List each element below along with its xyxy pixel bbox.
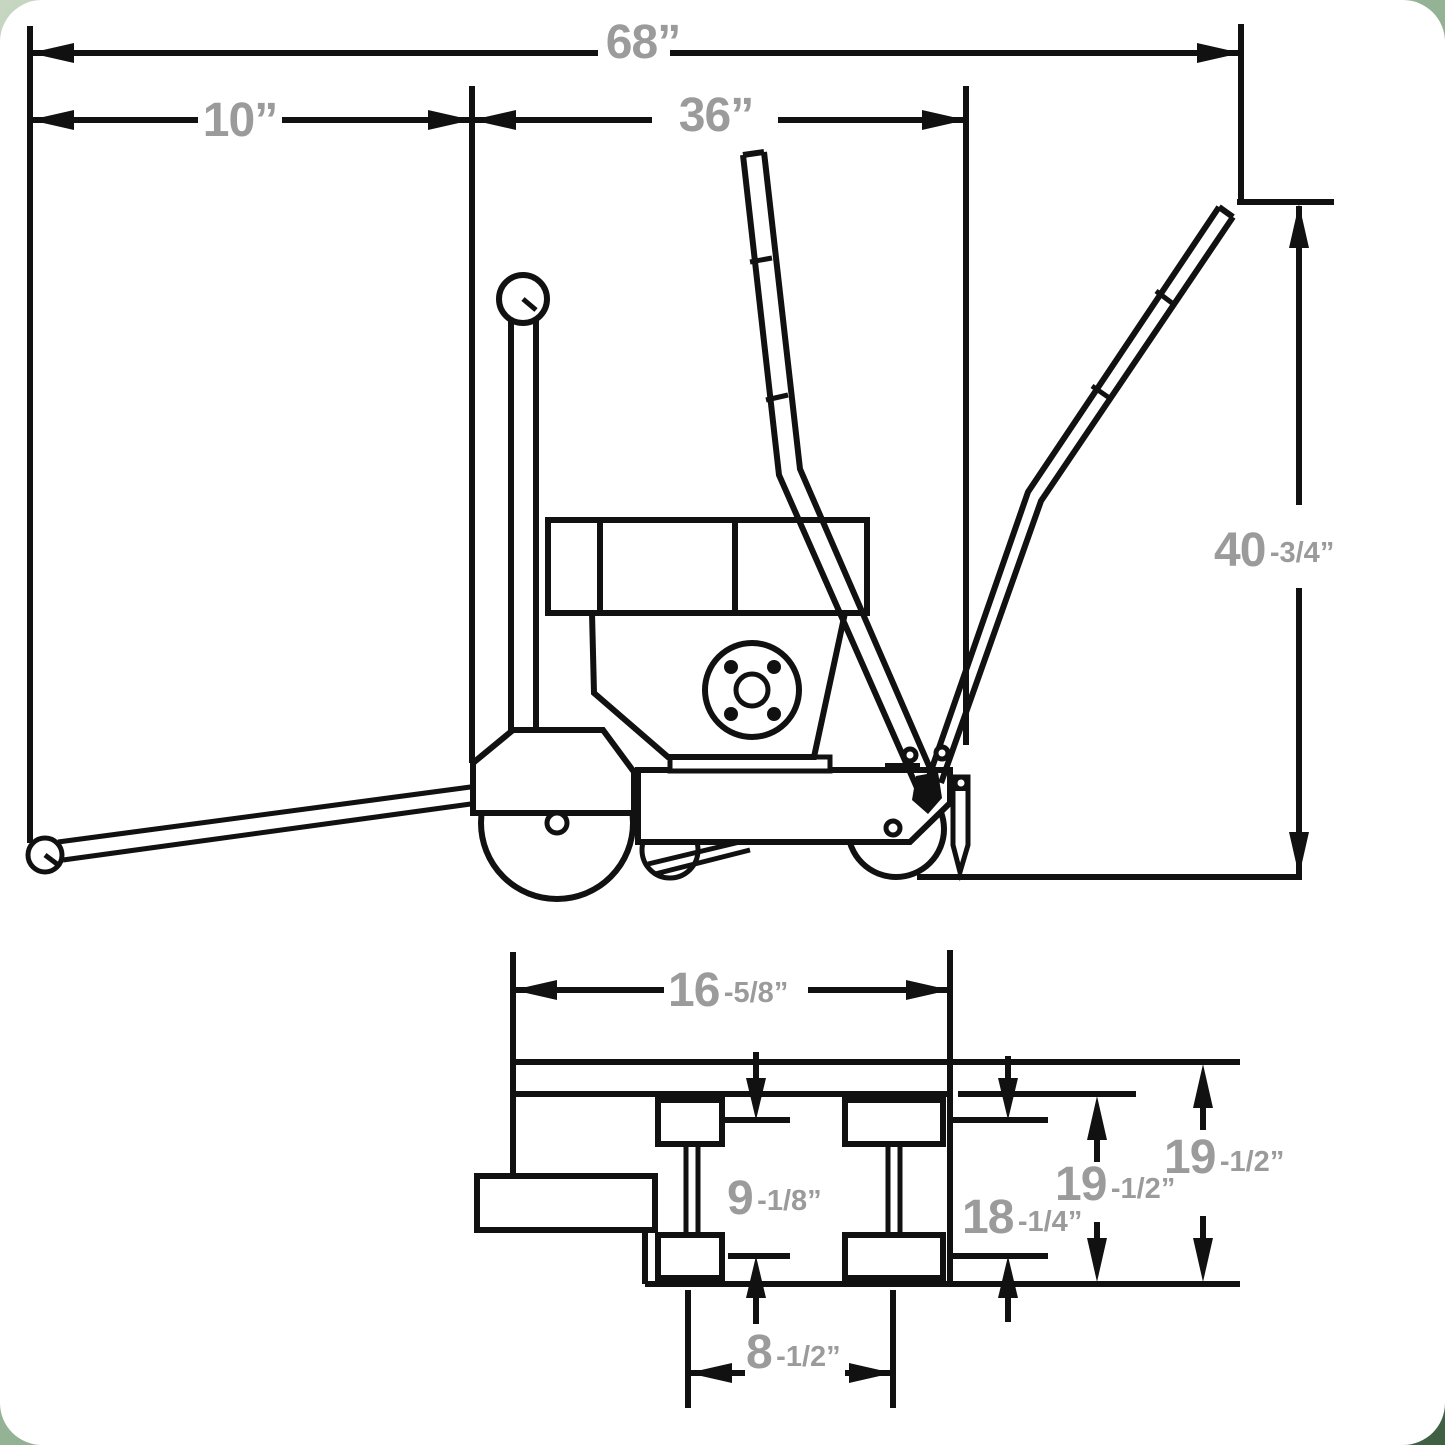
dim-label-16-5-8: 16 -5/8”	[668, 964, 788, 1017]
pulley-hub	[733, 671, 771, 709]
arrowhead	[428, 110, 472, 130]
dim-label-18-1-4: 18 -1/4”	[962, 1191, 1082, 1244]
dim-label-10: 10”	[203, 94, 277, 147]
dim-front-overhang: 10”	[30, 86, 969, 763]
rail-bolt	[883, 818, 903, 838]
arrowhead	[1193, 1238, 1213, 1282]
side-view: 68” 10” 36” 40 -3/	[25, 16, 1334, 902]
dim-handle-height: 40 -3/4”	[1214, 199, 1334, 876]
dim-body-length: 36”	[472, 89, 966, 142]
dim-label-19-1-2-outer: 19 -1/2”	[1164, 1131, 1284, 1184]
arrowhead	[998, 1078, 1018, 1120]
grip-tick	[1154, 289, 1174, 305]
arrowhead	[30, 110, 74, 130]
dim-frame-width-outer: 19 -1/2”	[1164, 1064, 1284, 1282]
arrowhead	[922, 110, 966, 130]
arrowhead	[513, 980, 557, 1000]
plan-engine-block	[474, 1173, 658, 1233]
dim-deck-length: 16 -5/8”	[513, 964, 950, 1017]
handle-bracket	[885, 763, 920, 772]
plan-wheel	[842, 1097, 946, 1147]
dim-label-8-1-2: 8 -1/2”	[746, 1326, 841, 1379]
wheel-strut	[654, 847, 751, 877]
arrowhead	[998, 1256, 1018, 1298]
arrowhead	[746, 1078, 766, 1120]
rear-pointer	[950, 774, 971, 882]
dim-label-36: 36”	[679, 89, 753, 142]
clamp-bolt	[901, 746, 919, 764]
blade-guard-housing	[470, 727, 637, 816]
blade-hub	[544, 810, 570, 836]
plan-wheel	[655, 1232, 725, 1281]
plan-wheel	[842, 1232, 946, 1281]
grip-tick	[765, 392, 789, 403]
arrowhead	[1289, 204, 1309, 248]
arrowhead	[906, 980, 950, 1000]
arrowhead	[849, 1363, 893, 1383]
dim-label-9-1-8: 9 -1/8”	[727, 1172, 822, 1225]
arrowhead	[688, 1363, 732, 1383]
dim-overall-length: 68”	[27, 16, 1244, 843]
right-handlebar	[922, 204, 1236, 789]
arrowhead	[1197, 43, 1241, 63]
dim-axle-spacing: 8 -1/2”	[685, 1290, 896, 1408]
pole-ring-notch	[521, 297, 538, 312]
flange-bolt	[724, 707, 738, 721]
dim-frame-width-inner: 19 -1/2”	[1055, 1096, 1175, 1282]
plan-view: 16 -5/8” 9 -1/8” 18	[474, 950, 1284, 1408]
clamp-bolt	[933, 744, 951, 762]
flange-bolt	[724, 660, 738, 674]
arrowhead	[472, 110, 516, 130]
dim-inner-wheel-track: 9 -1/8”	[724, 1052, 822, 1324]
pointer-wheel-pin	[43, 853, 59, 866]
grip-tick	[749, 255, 773, 265]
arrowhead	[746, 1256, 766, 1298]
arrowhead	[1289, 832, 1309, 876]
guide-rod	[57, 783, 479, 845]
plan-wheel	[655, 1097, 725, 1147]
handle-clamp	[912, 772, 942, 814]
arrowhead	[1087, 1096, 1107, 1140]
dim-label-40-3-4: 40 -3/4”	[1214, 524, 1334, 577]
frame-rail	[635, 767, 953, 845]
left-handlebar	[740, 149, 939, 792]
arrowhead	[1087, 1238, 1107, 1282]
arrowhead	[30, 43, 74, 63]
grip-tick	[1090, 383, 1110, 400]
arrowhead	[1193, 1064, 1213, 1108]
rear-pointer-pin	[957, 779, 965, 787]
flange-bolt	[767, 660, 781, 674]
dim-label-19-1-2-inner: 19 -1/2”	[1055, 1158, 1175, 1211]
dim-outer-wheel-track: 18 -1/4”	[950, 1056, 1082, 1322]
flange-bolt	[767, 707, 781, 721]
dim-label-68: 68”	[606, 16, 680, 69]
guide-rod	[62, 800, 479, 863]
